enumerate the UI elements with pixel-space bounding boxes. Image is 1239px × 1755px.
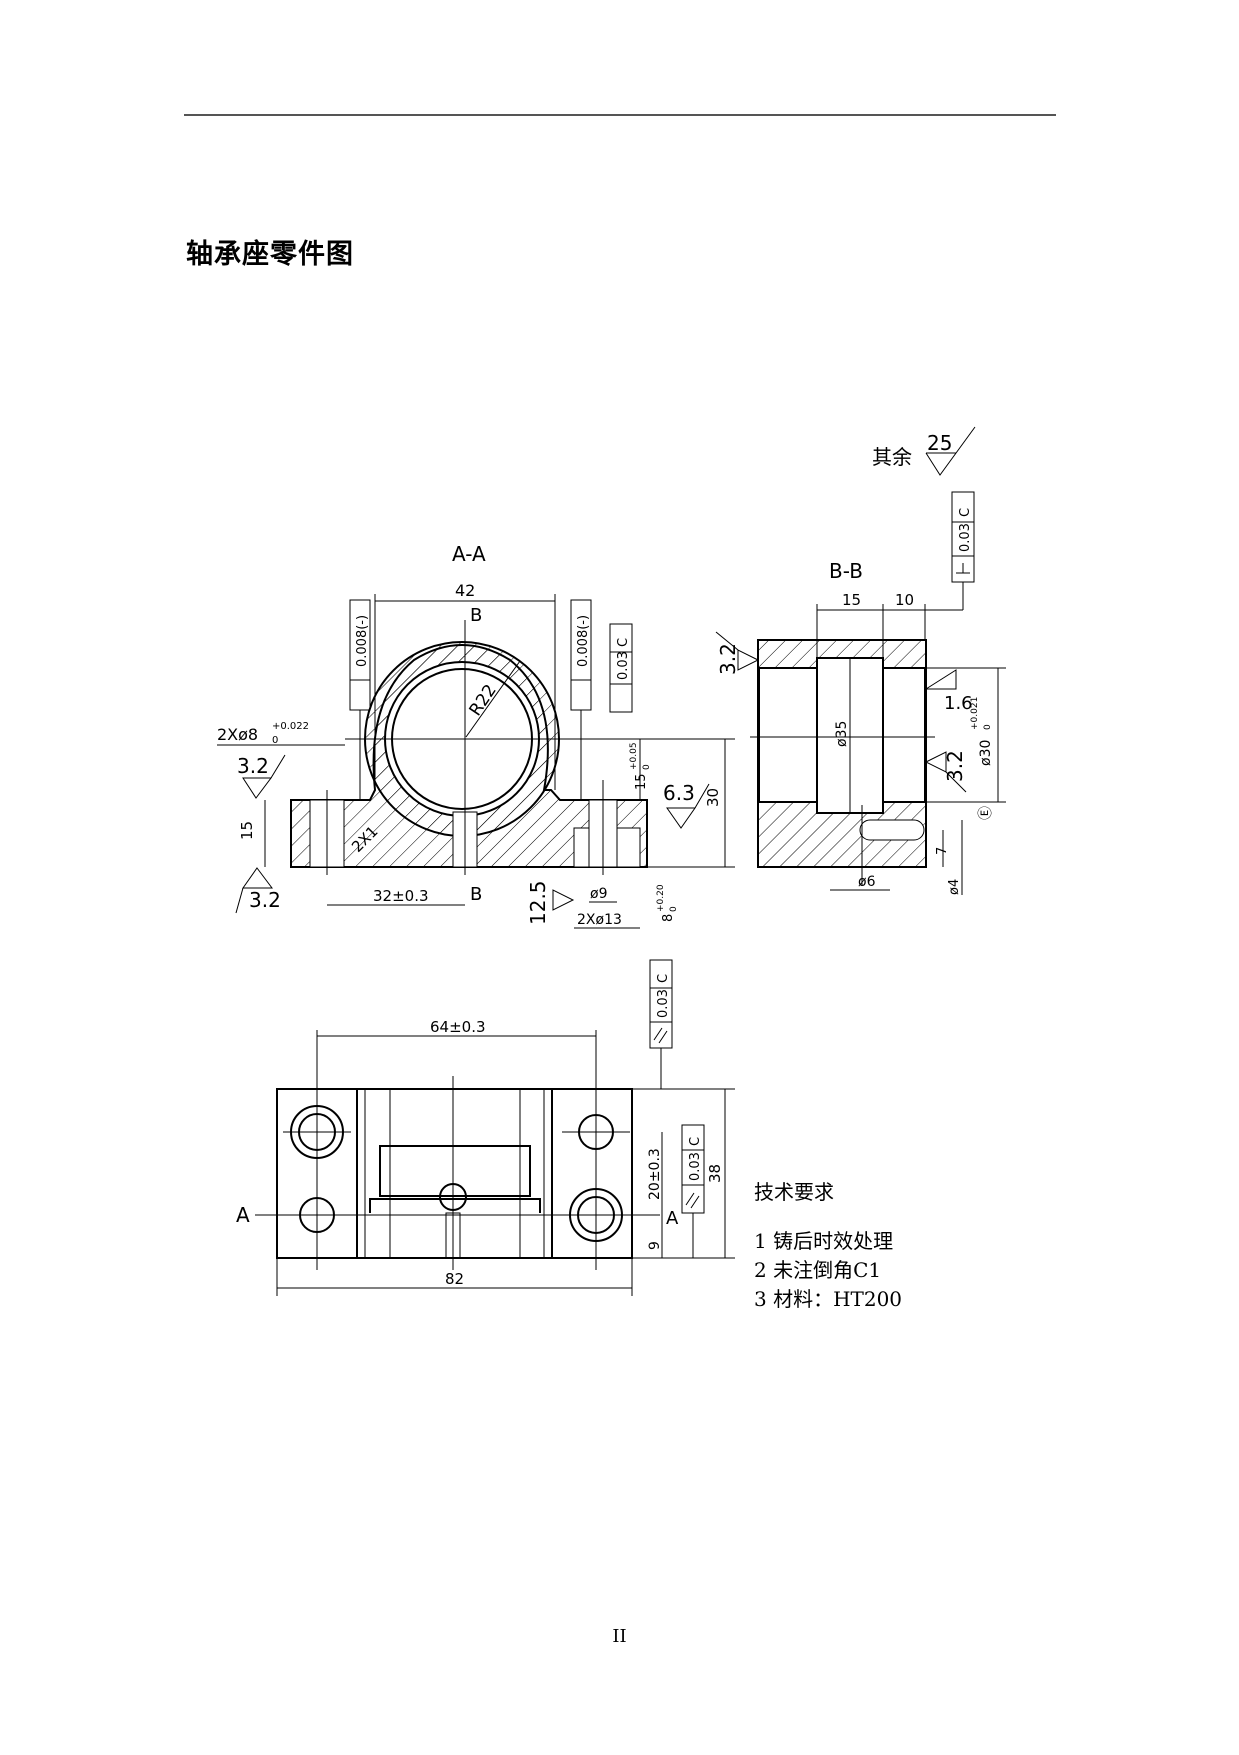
ra-bb-right-symbol-icon xyxy=(924,751,967,793)
ra-bb-right-top-symbol-icon xyxy=(924,669,957,690)
dim-bb-10-label: 10 xyxy=(895,591,914,609)
technical-requirements: 技术要求 1 铸后时效处理 2 未注倒角C1 3 材料：HT200 xyxy=(754,1178,902,1314)
tech-item-1: 1 铸后时效处理 xyxy=(754,1229,894,1253)
page-number: II xyxy=(612,1626,627,1647)
flatness-frame-left: 0.008(-) xyxy=(349,599,371,800)
page-title: 轴承座零件图 xyxy=(186,239,354,270)
ra-right-symbol-icon xyxy=(666,783,710,829)
section-aa-label: A-A xyxy=(452,542,486,566)
hole-tolerance-lower: 0 xyxy=(272,735,278,746)
remaining-label: 其余 xyxy=(872,445,912,469)
remaining-roughness-value: 25 xyxy=(927,431,952,455)
dim-dia13-label: 2Xø13 xyxy=(577,912,622,928)
dim-15-left-label: 15 xyxy=(238,821,256,840)
ra-right-label: 6.3 xyxy=(663,781,695,805)
dim-8-label: 8 xyxy=(661,914,676,922)
tech-item-2: 2 未注倒角C1 xyxy=(754,1258,882,1282)
ra-left-top-symbol-icon xyxy=(242,754,286,799)
plan-groove xyxy=(369,1198,541,1213)
dim-20-label: 20±0.3 xyxy=(647,1148,663,1200)
label-b-top: B xyxy=(470,605,482,626)
section-bb-label: B-B xyxy=(829,559,863,583)
dim-9-label: 9 xyxy=(647,1241,663,1250)
dim-30-label: 30 xyxy=(704,788,722,807)
oil-hole-bb xyxy=(859,819,925,841)
dim-32-label: 32±0.3 xyxy=(373,887,429,905)
ra-bb-right-label: 3.2 xyxy=(943,750,967,782)
perpendicularity-frame: C 0.03 xyxy=(925,491,975,611)
parallel-side-value: 0.03 xyxy=(688,1152,703,1181)
label-a-left: A xyxy=(236,1203,250,1227)
section-aa-view: A-A R22 42 B B 2Xø8 +0.022 0 15 3. xyxy=(217,542,735,929)
remaining-roughness-note: 其余 25 xyxy=(872,426,976,476)
flatness-left-value: 0.008(-) xyxy=(355,615,370,667)
parallel-top-value: 0.03 xyxy=(656,989,671,1018)
flatness-right-value: 0.008(-) xyxy=(576,615,591,667)
ra-bottom-symbol-icon xyxy=(552,889,575,911)
dim-42-label: 42 xyxy=(455,581,475,600)
plan-view: A A 64±0.3 82 38 20±0.3 9 C 0.03 xyxy=(236,959,735,1296)
perp-value: 0.03 xyxy=(958,523,973,552)
tech-heading: 技术要求 xyxy=(754,1180,834,1204)
ra-bb-right-top-label: 1.6 xyxy=(944,693,973,714)
dim-8-lower: 0 xyxy=(669,906,679,912)
dim-15-tol-lower: 0 xyxy=(642,764,652,770)
ra-left-bottom-label: 3.2 xyxy=(249,888,281,912)
perp-datum: C xyxy=(958,508,973,517)
label-a-right: A xyxy=(666,1208,679,1229)
top-rule xyxy=(184,114,1056,116)
roughness-symbol-icon xyxy=(925,426,976,476)
dim-38-label: 38 xyxy=(706,1164,724,1183)
parallel-symbol-icon xyxy=(653,1027,668,1044)
radius-leader xyxy=(465,660,521,738)
dim-bb-15-label: 15 xyxy=(842,591,861,609)
dim-dia35-label: ø35 xyxy=(834,721,850,747)
dim-dia30-label: ø30 xyxy=(978,740,994,766)
ra-bb-left-label: 3.2 xyxy=(716,643,740,675)
dim-15-tol-label: 15 xyxy=(634,773,649,790)
dim-dia30-upper: +0.021 xyxy=(970,697,980,730)
parallel-side-datum: C xyxy=(688,1137,703,1146)
parallelism-frame-aa: 0.03 C xyxy=(609,623,633,713)
dim-8-upper: +0.20 xyxy=(656,884,666,912)
dim-82-label: 82 xyxy=(445,1270,464,1288)
tech-item-3: 3 材料：HT200 xyxy=(754,1287,903,1311)
ra-bottom-label: 12.5 xyxy=(526,880,550,925)
perpendicular-symbol-icon xyxy=(956,563,970,574)
parallel-top-datum: C xyxy=(656,974,671,983)
dim-dia6-label: ø6 xyxy=(858,874,876,890)
parallelism-frame-plan-top: C 0.03 xyxy=(649,959,673,1089)
envelope-symbol-icon: Ⓔ xyxy=(978,806,994,820)
hole-tolerance-upper: +0.022 xyxy=(272,721,309,732)
dim-dia4-label: ø4 xyxy=(947,879,962,895)
hole-tolerance-label: 2Xø8 xyxy=(217,725,258,744)
dim-64-label: 64±0.3 xyxy=(430,1018,486,1036)
dim-7-label: 7 xyxy=(935,847,950,855)
parallelism-aa-datum: C xyxy=(616,638,631,647)
section-bb-view: B-B 15 10 ø35 ø30 +0.021 0 Ⓔ ø6 7 ø4 xyxy=(715,491,1006,895)
plan-bore-rect xyxy=(379,1145,531,1197)
parallelism-frame-plan-side: C 0.03 xyxy=(681,1124,705,1258)
ra-left-bottom-symbol-icon xyxy=(235,867,273,914)
parallelism-aa-value: 0.03 xyxy=(616,651,631,680)
dim-dia30-lower: 0 xyxy=(983,724,993,730)
parallel-side-symbol-icon xyxy=(685,1192,700,1209)
ra-left-top-label: 3.2 xyxy=(237,754,269,778)
dim-dia9-label: ø9 xyxy=(590,886,607,902)
dim-15-tol-upper: +0.05 xyxy=(629,742,639,770)
ra-bb-left-symbol-icon xyxy=(715,631,760,671)
flatness-frame-right: 0.008(-) xyxy=(570,599,592,800)
label-b-bottom: B xyxy=(470,884,482,905)
plan-outline xyxy=(276,1088,633,1259)
